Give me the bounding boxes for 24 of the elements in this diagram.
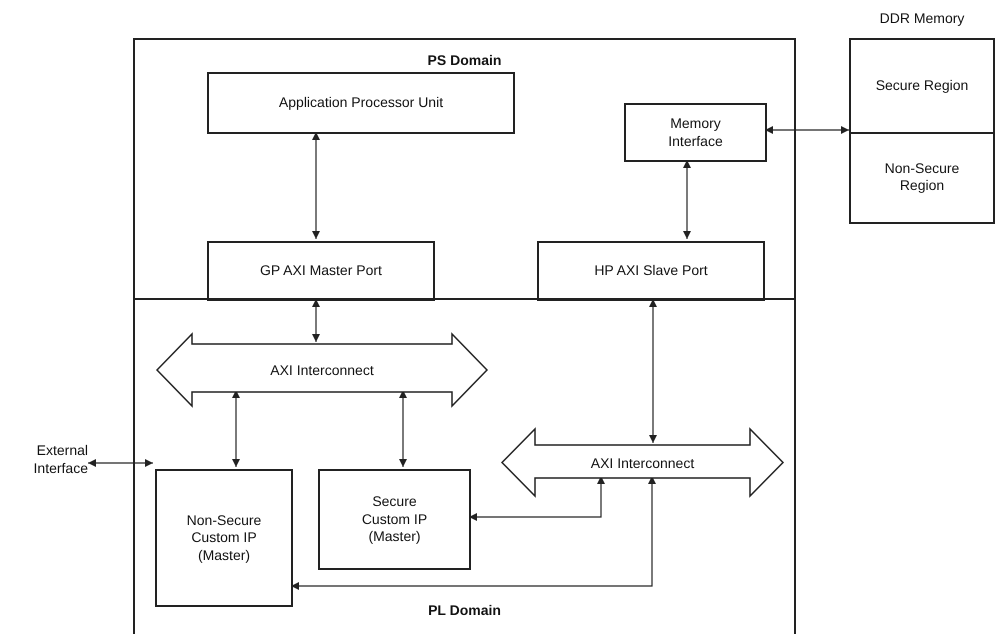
- ip-block-box: Non-Secure Custom IP (Master): [155, 469, 293, 607]
- domain-box: [133, 298, 796, 634]
- arrow: [88, 459, 153, 467]
- bus-label: AXI Interconnect: [270, 362, 374, 378]
- arrow: [765, 126, 849, 134]
- arrow: [312, 299, 320, 342]
- interface-label: External Interface: [32, 442, 88, 477]
- bus-label: AXI Interconnect: [590, 454, 694, 470]
- domain-box: [133, 38, 796, 300]
- double-arrow-bus: [502, 429, 783, 496]
- arrow: [649, 299, 657, 443]
- port-box: GP AXI Master Port: [207, 241, 435, 301]
- memory-region: Secure Region: [851, 40, 993, 134]
- arrow: [683, 160, 691, 239]
- memory-region: Non-Secure Region: [851, 132, 993, 222]
- process-box: Application Processor Unit: [207, 72, 515, 134]
- ip-block-box: Secure Custom IP (Master): [318, 469, 471, 570]
- memory-heading: DDR Memory: [878, 10, 966, 28]
- double-arrow-bus: [157, 334, 487, 406]
- arrow: [312, 132, 320, 239]
- domain-title: PS Domain: [426, 52, 502, 68]
- domain-title: PL Domain: [427, 602, 502, 618]
- process-box: Memory Interface: [624, 103, 767, 162]
- port-box: HP AXI Slave Port: [537, 241, 765, 301]
